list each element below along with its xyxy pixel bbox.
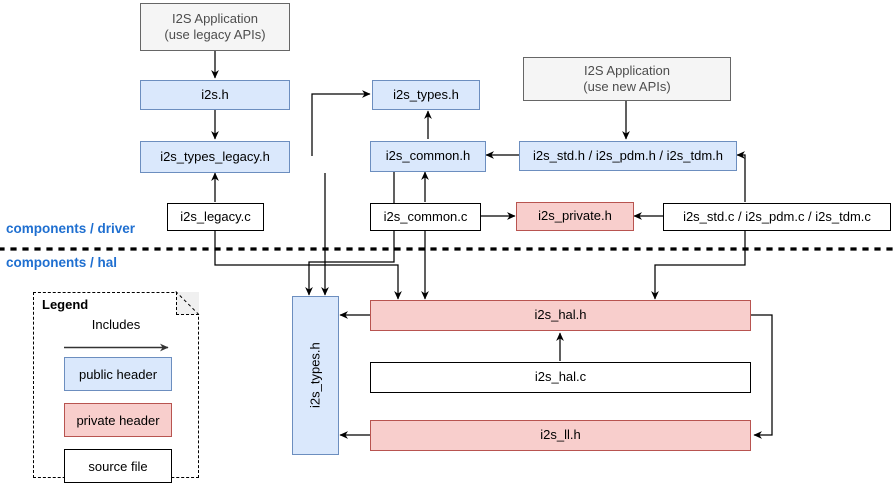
app-legacy-line2: (use legacy APIs) bbox=[164, 27, 266, 42]
node-i2s-h[interactable]: i2s.h bbox=[140, 80, 290, 110]
node-i2s-hal-c[interactable]: i2s_hal.c bbox=[370, 362, 751, 393]
edge-common-h-to-types-h-hal bbox=[305, 172, 395, 296]
legend-fold-corner bbox=[176, 292, 199, 315]
node-i2s-std-c[interactable]: i2s_std.c / i2s_pdm.c / i2s_tdm.c bbox=[663, 203, 891, 231]
app-new-line1: I2S Application bbox=[583, 62, 670, 78]
legend-panel: Legend Includes public header private he… bbox=[33, 292, 199, 483]
edge-legacy-c-to-hal-h bbox=[214, 231, 402, 300]
app-legacy-line1: I2S Application bbox=[171, 10, 258, 26]
node-i2s-private-h[interactable]: i2s_private.h bbox=[516, 202, 634, 231]
node-i2s-hal-h[interactable]: i2s_hal.h bbox=[370, 300, 751, 331]
zone-label-hal: components / hal bbox=[6, 255, 118, 270]
node-app-new[interactable]: I2S Application (use new APIs) bbox=[523, 57, 731, 101]
legend-title: Legend bbox=[42, 297, 89, 312]
legend-item-private-header: private header bbox=[64, 403, 172, 437]
node-i2s-types-h[interactable]: i2s_types.h bbox=[372, 80, 480, 110]
zone-label-driver: components / driver bbox=[6, 221, 136, 236]
node-i2s-std-h[interactable]: i2s_std.h / i2s_pdm.h / i2s_tdm.h bbox=[519, 141, 737, 171]
edge-std-c-to-std-h bbox=[736, 151, 746, 202]
legend-relation-label: Includes bbox=[91, 317, 141, 332]
node-i2s-types-h-hal[interactable]: i2s_types.h bbox=[292, 296, 339, 455]
legend-item-public-header: public header bbox=[64, 357, 172, 391]
edge-hal-h-to-ll-h bbox=[750, 314, 773, 439]
legend-item-source-file: source file bbox=[64, 449, 172, 483]
app-new-line2: (use new APIs) bbox=[583, 79, 671, 94]
edge-types-legacy-to-types-h bbox=[311, 90, 371, 156]
node-i2s-common-h[interactable]: i2s_common.h bbox=[370, 141, 486, 172]
legend-includes-arrow-icon bbox=[64, 343, 169, 352]
edge-std-c-to-hal-h bbox=[651, 231, 746, 300]
node-i2s-ll-h[interactable]: i2s_ll.h bbox=[370, 420, 751, 451]
node-app-legacy[interactable]: I2S Application (use legacy APIs) bbox=[140, 3, 290, 51]
node-i2s-legacy-c[interactable]: i2s_legacy.c bbox=[167, 203, 264, 231]
node-i2s-types-legacy-h[interactable]: i2s_types_legacy.h bbox=[140, 141, 290, 173]
node-i2s-common-c[interactable]: i2s_common.c bbox=[370, 203, 481, 231]
